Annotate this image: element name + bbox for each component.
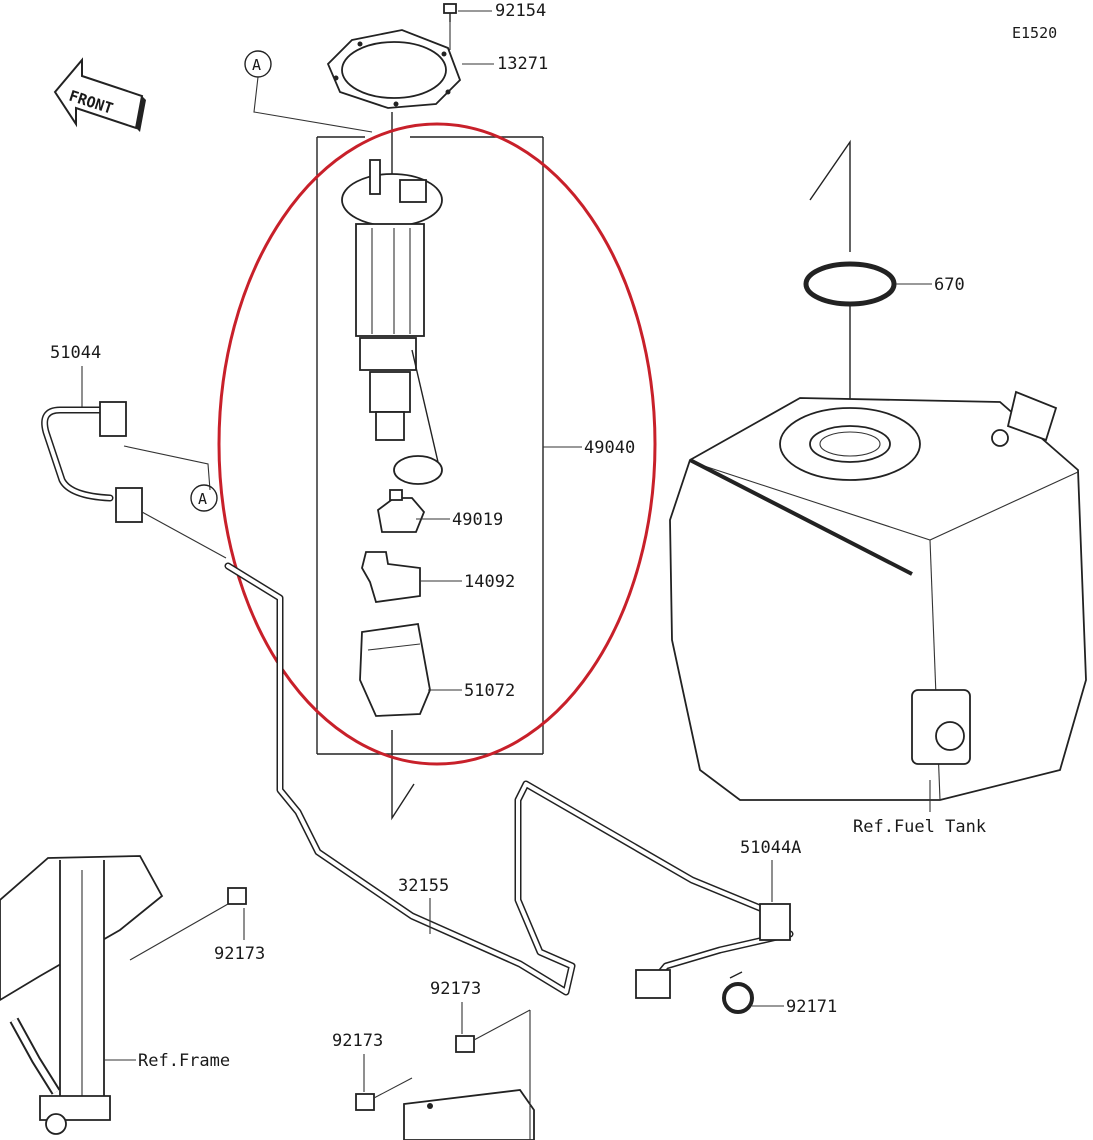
part-label-670: 670: [934, 275, 965, 295]
clamp-92171: [722, 971, 754, 1014]
hose-51044a: [635, 903, 794, 999]
clip-92173-left: [129, 887, 247, 961]
ref-a-circle-left: [190, 484, 218, 512]
fuel-pump-assembly: [341, 159, 443, 485]
hose-51044: [41, 401, 143, 523]
fuel-line-32155: [224, 562, 764, 996]
clip-14092: [361, 551, 421, 603]
part-label-92171: 92171: [786, 997, 837, 1017]
highlight-ellipse: [217, 122, 657, 766]
part-label-32155: 32155: [398, 876, 449, 896]
o-ring-670: [803, 261, 897, 307]
part-label-92173-bottom: 92173: [332, 1031, 383, 1051]
fuel-tank: [669, 390, 1087, 812]
frame-member-bottom: [403, 1010, 535, 1140]
assembly-bracket-49040: [316, 136, 544, 755]
diagram-code: E1520: [1012, 24, 1057, 42]
part-label-51044: 51044: [50, 343, 101, 363]
part-label-92173-middle: 92173: [430, 979, 481, 999]
frame: [0, 855, 164, 1135]
front-arrow-icon: FRONT: [53, 57, 146, 132]
part-label-13271: 13271: [497, 54, 548, 74]
part-label-49040: 49040: [584, 438, 635, 458]
ref-a-label-left: A: [198, 490, 207, 508]
cover-51072: [359, 622, 431, 717]
part-label-49019: 49019: [452, 510, 503, 530]
part-label-51044a: 51044A: [740, 838, 801, 858]
bolt-92154: [443, 3, 457, 22]
part-label-92173-left: 92173: [214, 944, 265, 964]
clip-92173-bottom: [355, 1077, 413, 1111]
ref-frame-label: Ref.Frame: [138, 1051, 230, 1071]
clip-92173-middle: [455, 1009, 531, 1053]
ref-a-label-top: A: [252, 56, 261, 74]
part-label-51072: 51072: [464, 681, 515, 701]
ref-fuel-tank-label: Ref.Fuel Tank: [853, 817, 986, 837]
part-label-92154: 92154: [495, 1, 546, 21]
part-label-14092: 14092: [464, 572, 515, 592]
filter-49019: [377, 489, 426, 533]
gasket-plate-13271: [326, 29, 462, 109]
